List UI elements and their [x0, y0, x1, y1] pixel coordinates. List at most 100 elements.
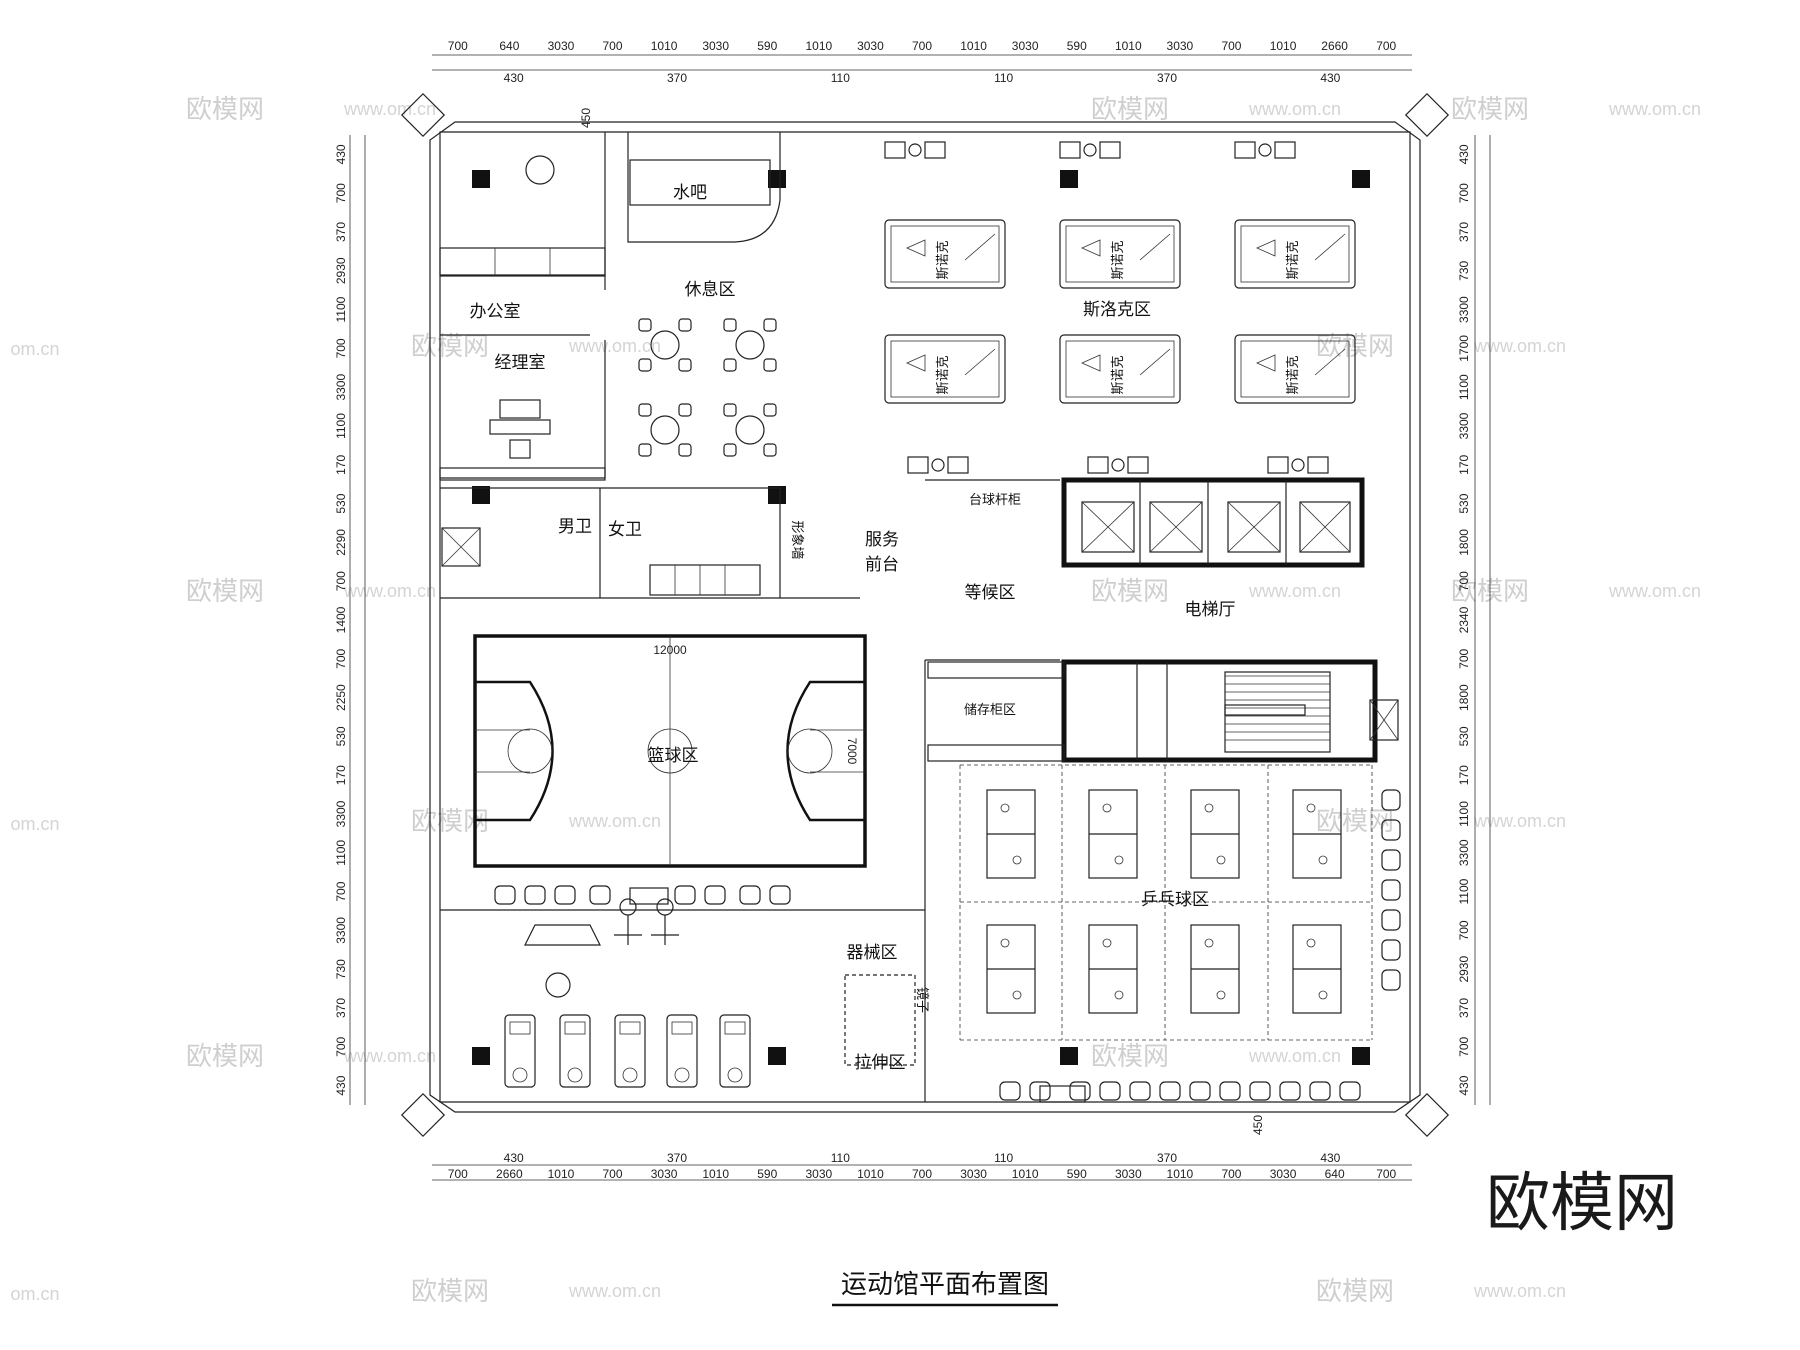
- dimension-label: 370: [1457, 222, 1471, 242]
- gym-equipment: [504, 898, 916, 1088]
- dimension-label: 430: [504, 71, 524, 85]
- dimension-label: 700: [1457, 183, 1471, 203]
- cue-stick: [964, 348, 996, 376]
- snooker-cloth: [890, 225, 1000, 283]
- watermark-url: www.om.cn: [343, 1046, 436, 1066]
- dimension-label: 1010: [1167, 1167, 1194, 1181]
- dimension-label: 3030: [857, 39, 884, 53]
- seat: [1189, 1081, 1211, 1101]
- watermarks: 欧模网 www.om.cn 欧模网 www.om.cn 欧模网 www.om.cn 欧模网 w…: [10, 95, 1701, 1307]
- dimension-label: 3030: [1012, 39, 1039, 53]
- dimension-label: 530: [334, 726, 348, 746]
- seat: [704, 885, 726, 905]
- watermark-url: www.om.cn: [1608, 99, 1701, 119]
- ball-rack: [1081, 354, 1101, 372]
- dimension-label: 700: [334, 1036, 348, 1056]
- chair: [723, 318, 737, 332]
- label-waiting: 等候区: [965, 583, 1016, 603]
- dimension-label: 2930: [1457, 956, 1471, 983]
- label-office: 办公室: [470, 302, 521, 322]
- seat: [554, 885, 576, 905]
- dimension-label: 1400: [334, 606, 348, 633]
- ping-pong-ball: [1216, 855, 1226, 865]
- side-cabinet: [629, 887, 669, 905]
- armchair: [1127, 456, 1149, 474]
- interior-walls: [440, 132, 1060, 1102]
- dimension-label: 3300: [334, 374, 348, 401]
- dimension-label: 370: [667, 71, 687, 85]
- dimension-label: 1010: [1270, 39, 1297, 53]
- elevator-core: [1061, 477, 1378, 763]
- brand-logo: 欧模网: [1486, 1167, 1678, 1241]
- dimension-label: 700: [1457, 571, 1471, 591]
- dimension-label: 700: [1457, 1036, 1471, 1056]
- round-table: [650, 330, 680, 360]
- seat: [1249, 1081, 1271, 1101]
- treadmill: [559, 1014, 591, 1088]
- label-basketball: 篮球区: [648, 746, 699, 766]
- armchair: [1234, 141, 1256, 159]
- dimension-label: 700: [1376, 1167, 1396, 1181]
- dimension-label: 2930: [334, 257, 348, 284]
- dimension-label: 450: [579, 108, 593, 128]
- round-table: [735, 415, 765, 445]
- dimension-label: 110: [831, 1151, 850, 1165]
- label-locker: 储存柜区: [964, 703, 1016, 718]
- snooker-cloth: [1065, 225, 1175, 283]
- room-labels: 办公室 经理室 水吧 休息区 斯洛克区 男卫 女卫 服务 前台 台球杆柜 等候区…: [470, 183, 1236, 1073]
- watermark: 欧模网: [186, 1042, 264, 1072]
- dimension-label: 700: [1376, 39, 1396, 53]
- snooker-tables: 斯诺克斯诺克斯诺克斯诺克斯诺克斯诺克: [884, 141, 1356, 474]
- treadmill-roller: [727, 1067, 743, 1083]
- dimension-label: 1700: [1457, 335, 1471, 362]
- seat: [1279, 1081, 1301, 1101]
- label-manager: 经理室: [495, 353, 546, 373]
- chair: [723, 403, 737, 417]
- armchair: [924, 141, 946, 159]
- seat: [1219, 1081, 1241, 1101]
- dimension-label: 2660: [496, 1167, 523, 1181]
- snooker-table: [884, 334, 1006, 404]
- elevator-cross: [1149, 501, 1203, 553]
- snooker-table-label: 斯诺克: [1286, 240, 1301, 279]
- ping-pong-ball: [1000, 803, 1010, 813]
- dimension-label: 430: [334, 1075, 348, 1095]
- dimension-label: 2290: [334, 529, 348, 556]
- watermark: 欧模网: [1091, 95, 1169, 125]
- dimension-lines: [349, 54, 1491, 1181]
- chair: [678, 358, 692, 372]
- watermark-url: om.cn: [10, 1284, 59, 1304]
- dimension-label: 3300: [334, 917, 348, 944]
- watermark-url: www.om.cn: [568, 336, 661, 356]
- dimension-label: 700: [334, 648, 348, 668]
- weight-plate: [545, 972, 571, 998]
- lockers: [439, 467, 1065, 762]
- watermark-url: www.om.cn: [343, 99, 436, 119]
- dimension-label: 3300: [1457, 296, 1471, 323]
- chair: [678, 403, 692, 417]
- snooker-table: [1059, 334, 1181, 404]
- round-table: [735, 330, 765, 360]
- chair: [678, 318, 692, 332]
- seat: [1069, 1081, 1091, 1101]
- ping-pong-ball: [1114, 990, 1124, 1000]
- cue-stick: [1139, 233, 1171, 261]
- watermark: 欧模网: [186, 95, 264, 125]
- chair: [638, 403, 652, 417]
- dimension-label: 430: [1320, 1151, 1340, 1165]
- exercise-bike-seat: [619, 898, 637, 916]
- dimension-label: 700: [334, 338, 348, 358]
- armchair: [1267, 456, 1289, 474]
- watermark: 欧模网: [1091, 1042, 1169, 1072]
- seat: [1339, 1081, 1361, 1101]
- armchair: [1087, 456, 1109, 474]
- dimension-label: 590: [757, 1167, 777, 1181]
- dimension-label: 430: [1457, 1075, 1471, 1095]
- watermark-url: www.om.cn: [1473, 336, 1566, 356]
- watermark: 欧模网: [1091, 577, 1169, 607]
- seat: [674, 885, 696, 905]
- snooker-table: [884, 219, 1006, 289]
- snooker-table-label: 斯诺克: [1111, 355, 1126, 394]
- ping-pong-ball: [1306, 803, 1316, 813]
